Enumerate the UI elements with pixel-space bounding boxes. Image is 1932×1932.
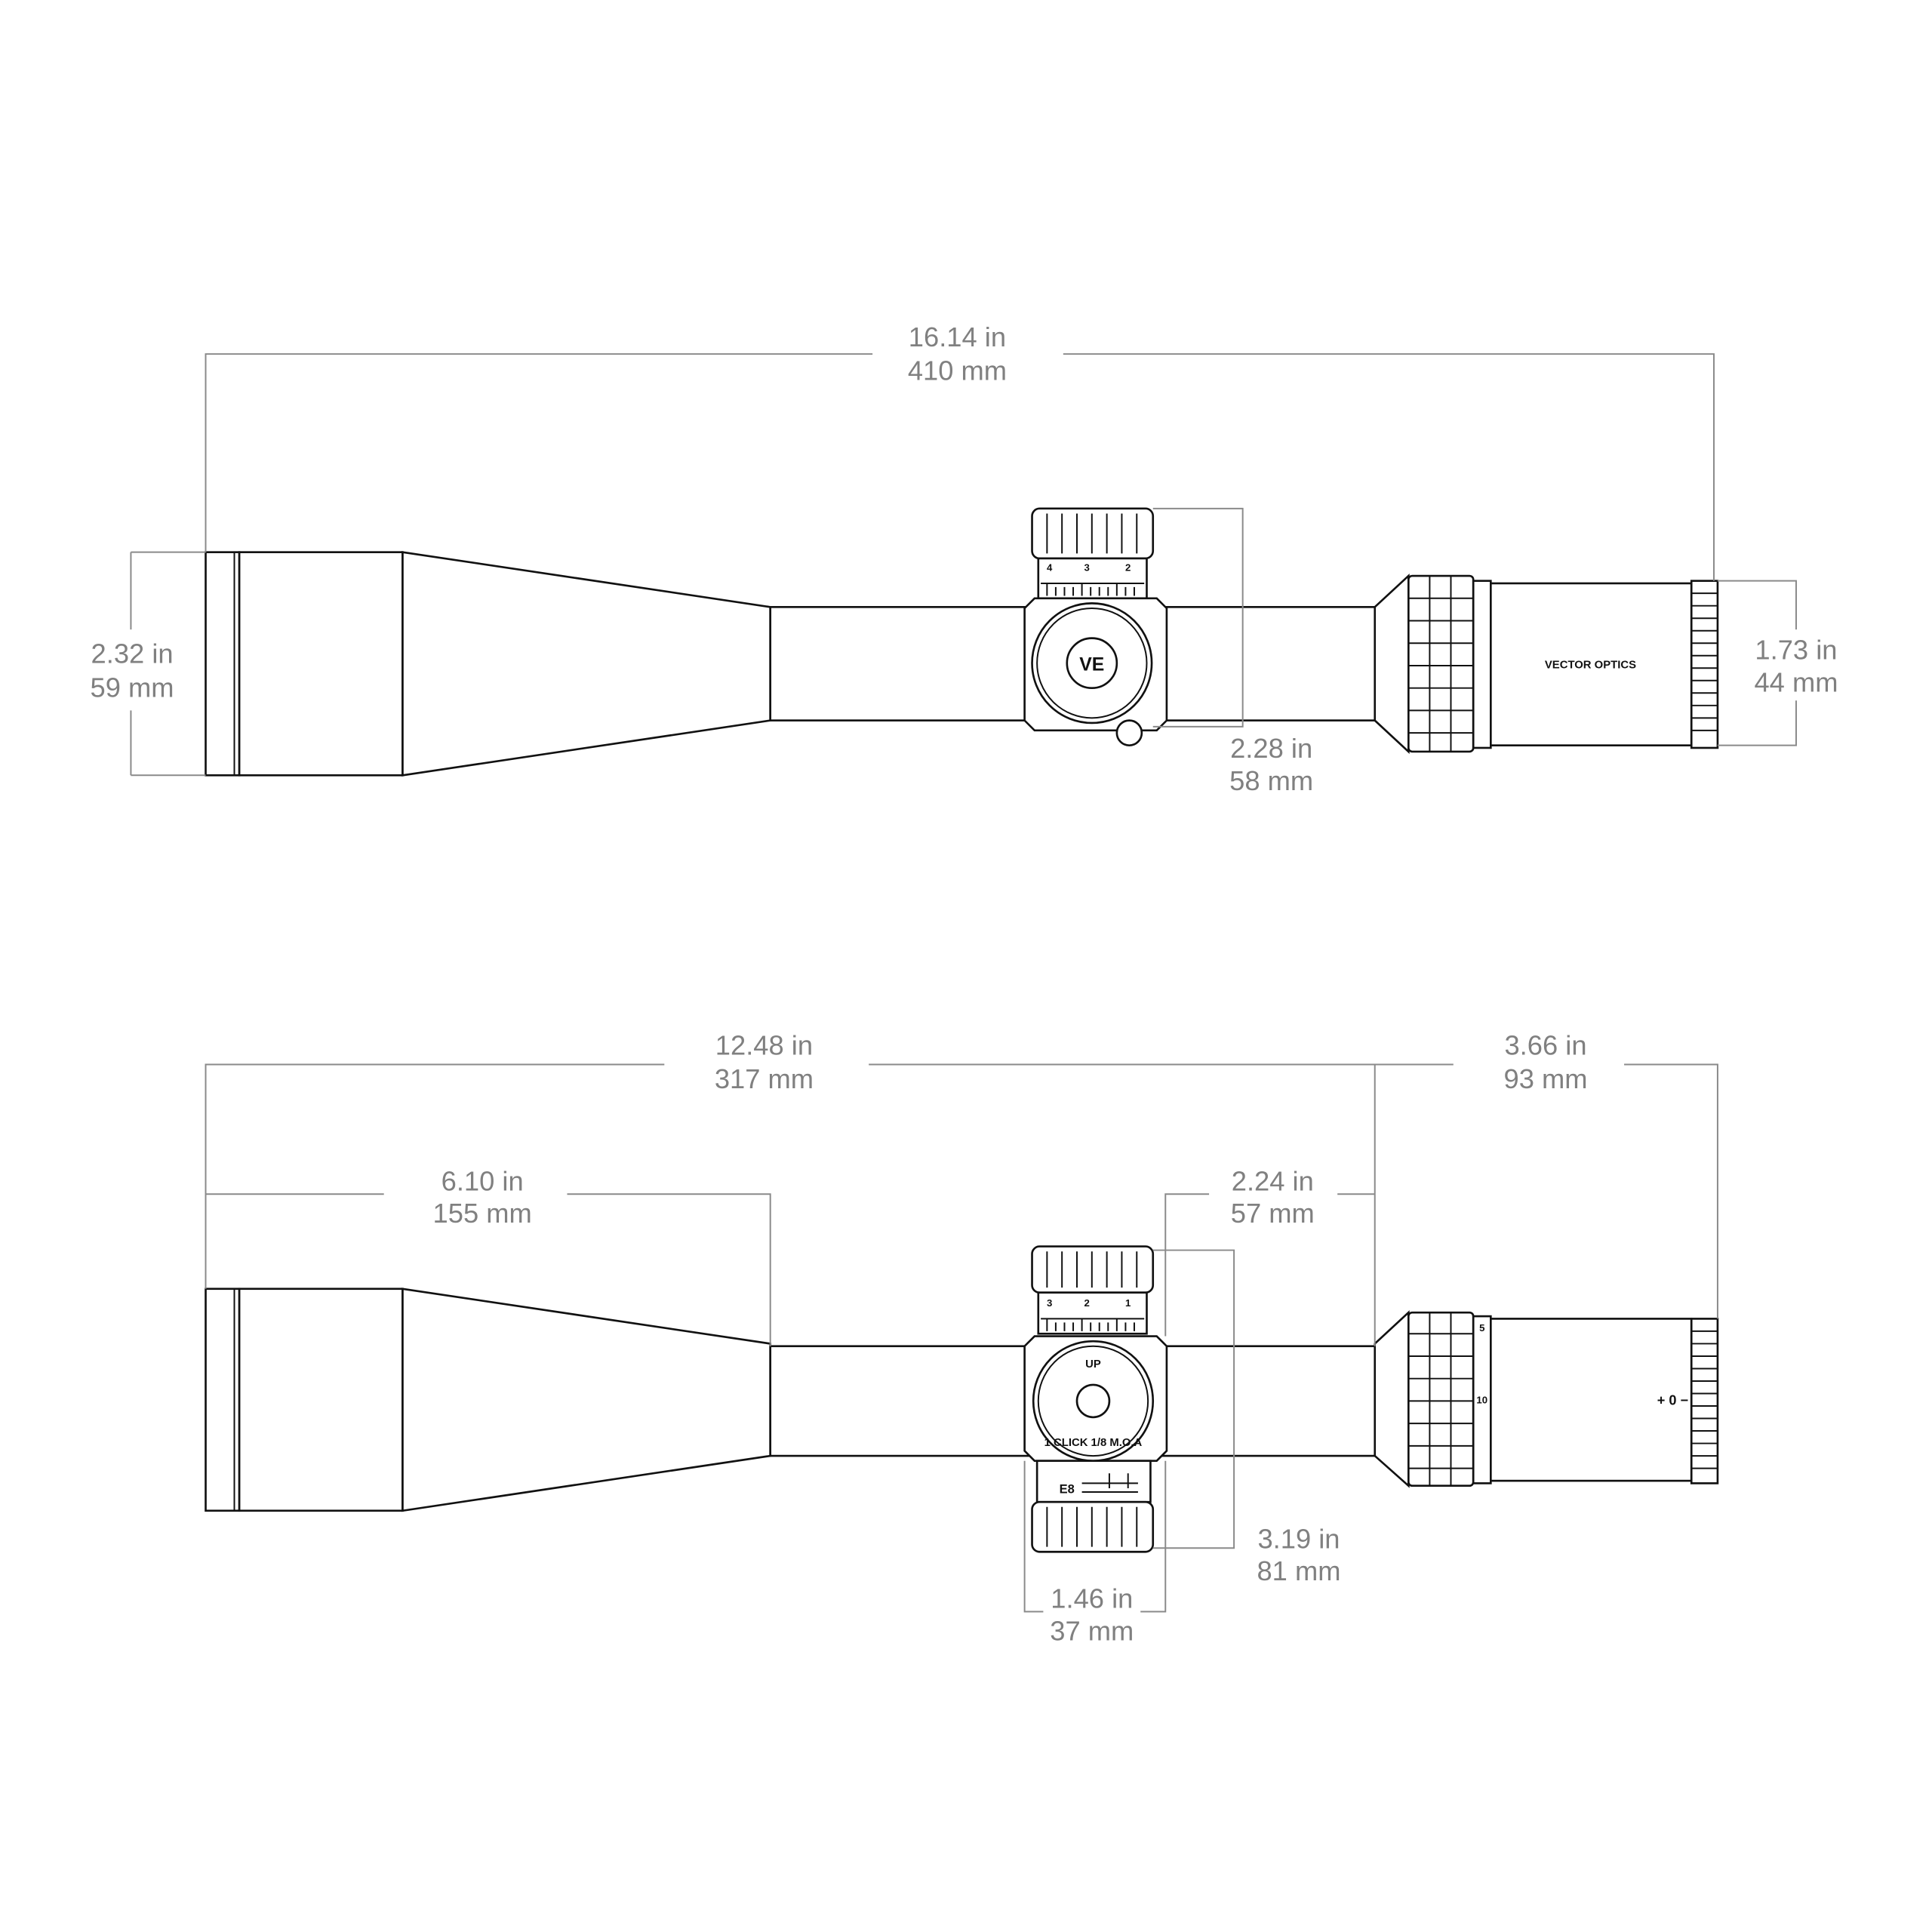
eyepiece-diameter-mm: 44 mm bbox=[1754, 667, 1838, 698]
turret-number: 2 bbox=[1084, 1297, 1090, 1309]
length-to-eyepiece-mm: 317 mm bbox=[715, 1063, 814, 1094]
objective-body bbox=[238, 551, 404, 777]
eyepiece-taper bbox=[1374, 1310, 1410, 1488]
length-to-eyepiece-in: 12.48 in bbox=[715, 1029, 813, 1060]
turret-knurl bbox=[1046, 513, 1138, 554]
illumination-knob bbox=[1115, 719, 1143, 746]
overall-length-mm: 410 mm bbox=[908, 355, 1007, 386]
turret-number: 4 bbox=[1047, 561, 1053, 573]
diopter-marks: + 0 − bbox=[1657, 1392, 1688, 1407]
top-dimensions: 16.14 in 410 mm 2.32 in 59 mm 1.73 in 44… bbox=[91, 321, 1838, 796]
saddle-width-in: 1.46 in bbox=[1051, 1583, 1133, 1614]
scope-side-view: 3 2 1 UP 1 CLICK 1/8 M.O.A E8 5 10 + 0 − bbox=[205, 1245, 1719, 1553]
saddle-to-eyepiece-in: 2.24 in bbox=[1232, 1165, 1314, 1196]
brand-label: VECTOR OPTICS bbox=[1545, 659, 1636, 671]
side-dimensions: 12.48 in 317 mm 3.66 in 93 mm 6.10 in 15… bbox=[205, 1029, 1718, 1647]
objective-length-mm: 155 mm bbox=[433, 1198, 532, 1229]
objective-taper bbox=[401, 551, 772, 777]
objective-body bbox=[238, 1287, 404, 1512]
turret-span-in: 3.19 in bbox=[1257, 1523, 1340, 1554]
eyepiece-length-mm: 93 mm bbox=[1503, 1063, 1587, 1094]
power-ring bbox=[1407, 574, 1475, 753]
power-ring bbox=[1407, 1311, 1475, 1487]
objective-diameter-in: 2.32 in bbox=[91, 638, 174, 669]
dial-up-label: UP bbox=[1085, 1358, 1101, 1371]
turret-number: 1 bbox=[1125, 1297, 1131, 1309]
saddle-to-eyepiece-mm: 57 mm bbox=[1231, 1198, 1315, 1229]
eyepiece-diameter-in: 1.73 in bbox=[1755, 635, 1837, 666]
turret-span-mm: 81 mm bbox=[1257, 1555, 1340, 1586]
turret-height-mm: 58 mm bbox=[1229, 765, 1313, 796]
objective-taper bbox=[401, 1287, 772, 1512]
objective-length-in: 6.10 in bbox=[441, 1165, 524, 1196]
lower-dial-label: E8 bbox=[1060, 1483, 1075, 1497]
lower-dial-scale bbox=[1035, 1460, 1152, 1503]
magnification-mark: 10 bbox=[1476, 1395, 1487, 1406]
eyepiece-body bbox=[1490, 582, 1693, 746]
turret-number: 2 bbox=[1125, 561, 1131, 573]
ve-logo: VE bbox=[1079, 655, 1104, 675]
dial-click-label: 1 CLICK 1/8 M.O.A bbox=[1044, 1437, 1143, 1449]
diopter-ring bbox=[1690, 580, 1719, 749]
eyepiece-body bbox=[1490, 1318, 1693, 1482]
eyepiece-length-in: 3.66 in bbox=[1504, 1029, 1586, 1060]
turret-height-in: 2.28 in bbox=[1230, 733, 1312, 764]
turret-number: 3 bbox=[1084, 561, 1090, 573]
logo-badge bbox=[1066, 637, 1118, 690]
saddle-width-mm: 37 mm bbox=[1050, 1616, 1134, 1647]
objective-diameter-mm: 59 mm bbox=[91, 672, 174, 703]
eyepiece-taper bbox=[1374, 574, 1410, 754]
overall-length-in: 16.14 in bbox=[909, 321, 1006, 352]
magnification-mark: 5 bbox=[1479, 1322, 1484, 1334]
turret-number: 3 bbox=[1047, 1297, 1052, 1309]
scope-top-view: 4 3 2 VE VECTOR OPTICS bbox=[205, 507, 1719, 777]
hex-screw-icon bbox=[1075, 1383, 1111, 1419]
